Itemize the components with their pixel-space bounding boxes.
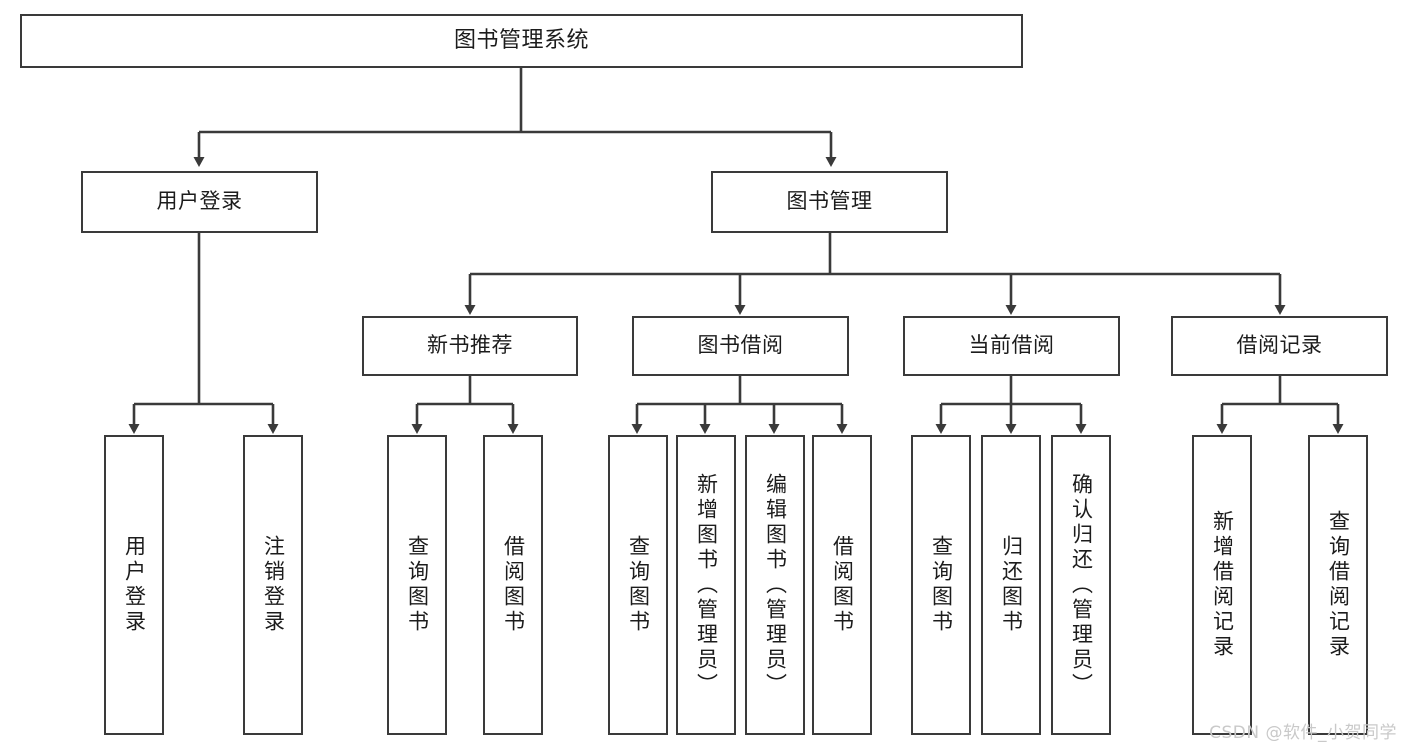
- node-root-book-management-system[interactable]: 图书管理系统: [20, 14, 1023, 68]
- node-label: 编辑图书（管理员）: [763, 472, 788, 698]
- node-label: 查询图书: [929, 535, 954, 635]
- node-label: 查询图书: [626, 535, 651, 635]
- node-label: 当前借阅: [968, 333, 1055, 358]
- node-label: 查询借阅记录: [1326, 510, 1351, 660]
- leaf-user-login-login[interactable]: 用户登录: [104, 435, 164, 735]
- leaf-borrow-record-query-record[interactable]: 查询借阅记录: [1308, 435, 1368, 735]
- node-label: 图书管理: [786, 189, 873, 214]
- node-current-borrow[interactable]: 当前借阅: [903, 316, 1120, 376]
- node-label: 用户登录: [156, 189, 243, 214]
- node-label: 借阅图书: [501, 535, 526, 635]
- node-label: 借阅记录: [1236, 333, 1323, 358]
- leaf-book-borrow-borrow-book[interactable]: 借阅图书: [812, 435, 872, 735]
- node-book-management[interactable]: 图书管理: [711, 171, 948, 233]
- leaf-user-login-logout[interactable]: 注销登录: [243, 435, 303, 735]
- node-borrow-record[interactable]: 借阅记录: [1171, 316, 1388, 376]
- leaf-current-borrow-return-book[interactable]: 归还图书: [981, 435, 1041, 735]
- node-label: 确认归还（管理员）: [1069, 472, 1094, 698]
- node-user-login[interactable]: 用户登录: [81, 171, 318, 233]
- node-label: 用户登录: [122, 535, 147, 635]
- node-label: 注销登录: [261, 535, 286, 635]
- node-label: 新书推荐: [427, 333, 513, 358]
- leaf-book-borrow-edit-book-admin[interactable]: 编辑图书（管理员）: [745, 435, 805, 735]
- node-new-book-recommend[interactable]: 新书推荐: [362, 316, 578, 376]
- node-label: 新增借阅记录: [1210, 510, 1235, 660]
- node-label: 图书管理系统: [453, 27, 589, 53]
- leaf-borrow-record-add-record[interactable]: 新增借阅记录: [1192, 435, 1252, 735]
- node-label: 图书借阅: [697, 333, 784, 358]
- csdn-watermark: CSDN @软件_小贺同学: [1209, 723, 1397, 743]
- node-label: 新增图书（管理员）: [694, 472, 719, 698]
- node-label: 归还图书: [999, 535, 1024, 635]
- leaf-book-borrow-add-book-admin[interactable]: 新增图书（管理员）: [676, 435, 736, 735]
- leaf-book-borrow-query-book[interactable]: 查询图书: [608, 435, 668, 735]
- leaf-new-book-borrow-book[interactable]: 借阅图书: [483, 435, 543, 735]
- node-label: 查询图书: [405, 535, 430, 635]
- node-book-borrow[interactable]: 图书借阅: [632, 316, 849, 376]
- leaf-new-book-query-book[interactable]: 查询图书: [387, 435, 447, 735]
- node-label: 借阅图书: [830, 535, 855, 635]
- leaf-current-borrow-confirm-return-admin[interactable]: 确认归还（管理员）: [1051, 435, 1111, 735]
- leaf-current-borrow-query-book[interactable]: 查询图书: [911, 435, 971, 735]
